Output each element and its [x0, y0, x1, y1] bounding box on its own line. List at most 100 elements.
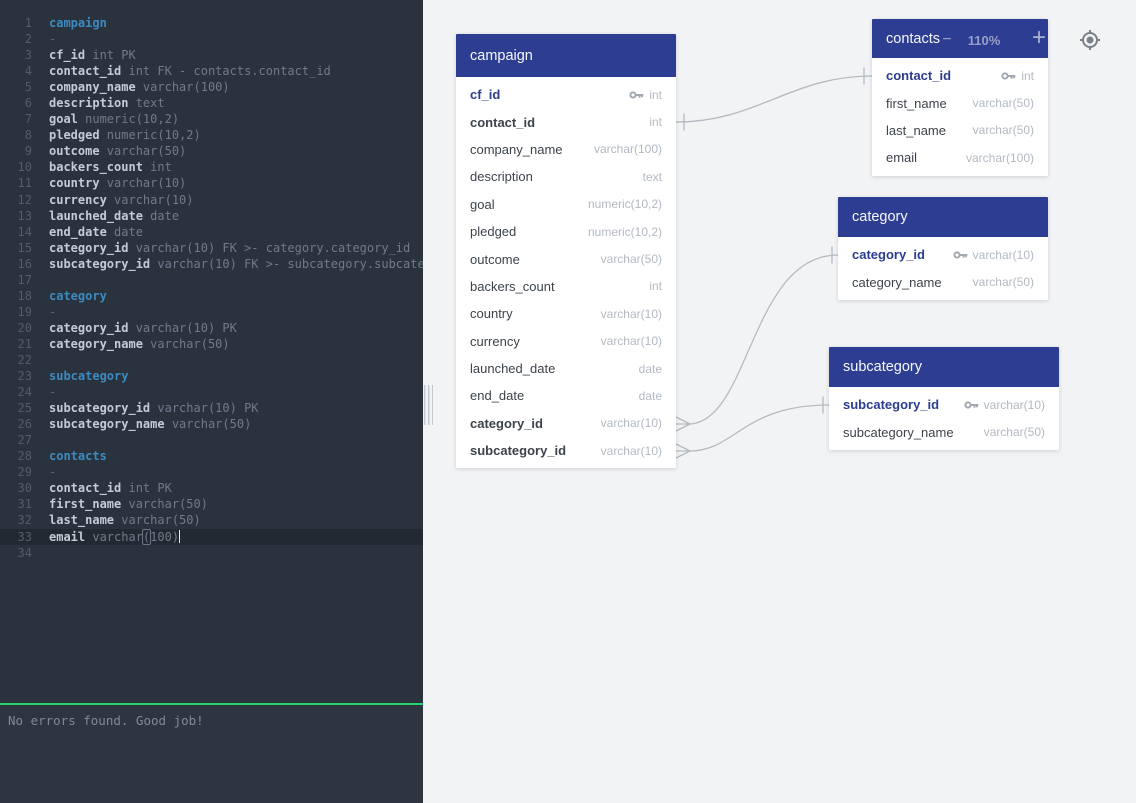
line-number: 11 [17, 176, 32, 191]
key-icon [629, 90, 644, 100]
line-number: 2 [24, 32, 32, 47]
line-number: 27 [17, 433, 32, 448]
table-title: category [852, 209, 908, 225]
key-icon [964, 400, 979, 410]
separator-token: - [49, 385, 57, 400]
line-number: 16 [17, 256, 32, 271]
editor-line[interactable]: 17 [0, 272, 423, 288]
panel-resize-handle[interactable] [424, 385, 433, 425]
separator-token: - [49, 465, 57, 480]
editor-line[interactable]: 2- [0, 31, 423, 47]
line-number: 6 [24, 96, 32, 111]
line-number: 5 [24, 80, 32, 95]
table-keyword: contacts [49, 449, 107, 464]
editor-line[interactable]: 22 [0, 352, 423, 368]
table-title: contacts [886, 30, 940, 47]
locate-button[interactable] [1078, 28, 1102, 52]
table-keyword: campaign [49, 16, 107, 30]
zoom-in-button[interactable]: + [1031, 24, 1046, 51]
line-number: 17 [17, 272, 32, 287]
line-number: 24 [17, 385, 32, 400]
line-number: 19 [17, 304, 32, 319]
table-header[interactable]: contacts [872, 19, 1048, 58]
line-number: 34 [17, 545, 32, 560]
table-header[interactable]: category [838, 197, 1048, 237]
key-icon [953, 250, 968, 260]
line-number: 22 [17, 352, 32, 367]
zoom-out-button[interactable]: − [942, 31, 952, 48]
line-number: 33 [17, 529, 32, 544]
table-title: subcategory [843, 359, 922, 375]
table-header[interactable]: campaign [456, 34, 676, 77]
editor-line[interactable]: 24 - [0, 384, 423, 400]
editor-line[interactable]: 19 - [0, 304, 423, 320]
editor-line[interactable]: 34 [0, 545, 423, 561]
editor-line[interactable]: 27 [0, 432, 423, 448]
status-bar: No errors found. Good job! [0, 703, 423, 803]
line-number: 31 [17, 497, 32, 512]
line-number: 30 [17, 481, 32, 496]
line-number: 3 [24, 48, 32, 63]
separator-token: - [49, 32, 57, 47]
line-number: 9 [24, 144, 32, 159]
separator-token: - [49, 304, 57, 319]
line-number: 29 [17, 465, 32, 480]
table-header[interactable]: subcategory [829, 347, 1059, 387]
editor-line[interactable]: 29 - [0, 464, 423, 480]
